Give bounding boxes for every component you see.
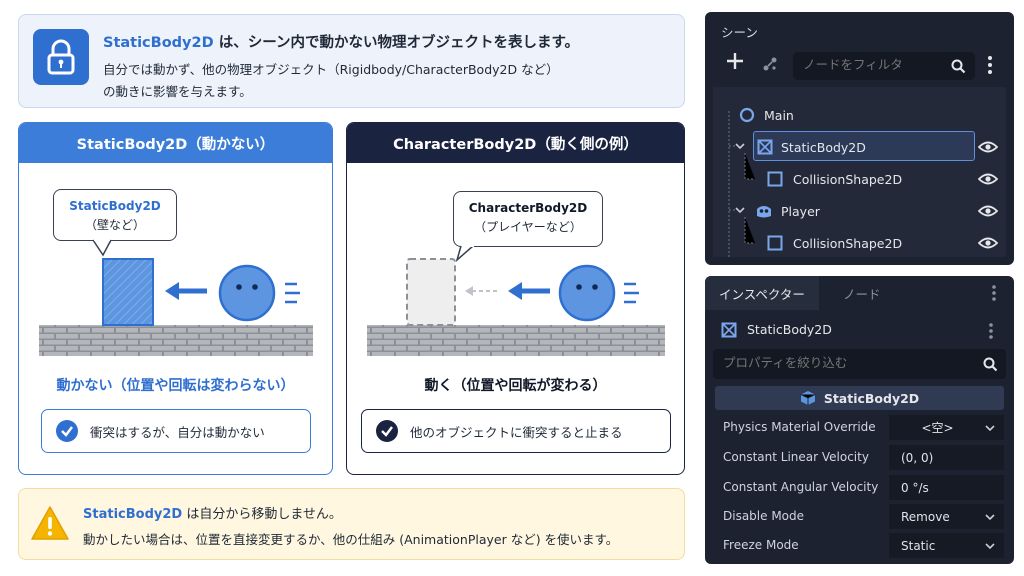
square-icon <box>767 171 783 187</box>
tree-node-collisionshape-2[interactable]: CollisionShape2D <box>767 229 902 257</box>
staticbody-panel-header: StaticBody2D（動かない） <box>19 123 332 163</box>
characterbody-result-text: 他のオブジェクトに衝突すると止まる <box>410 424 623 440</box>
property-label: Freeze Mode <box>723 538 799 552</box>
player-character <box>558 264 616 322</box>
staticbody-bubble-sub: （壁など） <box>84 218 145 232</box>
freeze-mode-select[interactable]: Static <box>889 533 1004 558</box>
warning-line-2: 動かしたい場合は、位置を直接変更するか、他の仕組み (AnimationPlay… <box>83 532 619 547</box>
tree-node-label: Player <box>781 203 820 219</box>
property-freeze-mode: Freeze Mode Static <box>715 531 1004 559</box>
characterbody-result: 他のオブジェクトに衝突すると止まる <box>361 409 671 453</box>
property-label: Disable Mode <box>723 509 805 523</box>
inspector-dock: インスペクター ノード StaticBody2D StaticBody2D Ph… <box>705 276 1014 564</box>
staticbody-scene-illustration <box>39 258 313 356</box>
property-value-resource[interactable]: <空> <box>889 415 1004 440</box>
tree-node-staticbody2d[interactable]: StaticBody2D <box>757 133 866 161</box>
visibility-eye-icon[interactable] <box>978 172 998 186</box>
characterbody-scene-illustration <box>367 258 665 356</box>
square-icon <box>767 235 783 251</box>
property-constant-linear-velocity: Constant Linear Velocity (0, 0) <box>715 443 1004 471</box>
info-line-2: 自分では動かず、他の物理オブジェクト（Rigidbody/CharacterBo… <box>103 62 559 77</box>
lock-icon <box>33 29 89 85</box>
static-wall <box>102 258 154 326</box>
kebab-menu-icon[interactable] <box>991 284 997 302</box>
warning-line-1: StaticBody2D は自分から移動しません。 <box>83 507 342 522</box>
tree-node-label: CollisionShape2D <box>793 171 903 187</box>
staticbody-bubble-title: StaticBody2D <box>69 199 161 213</box>
kebab-menu-icon[interactable] <box>987 55 993 75</box>
characterbody-bubble-sub: （プレイヤーなど） <box>474 220 582 234</box>
inspector-object-name: StaticBody2D <box>747 322 832 337</box>
chevron-down-icon[interactable] <box>984 540 996 552</box>
search-icon[interactable] <box>951 59 966 74</box>
scene-dock-title: シーン <box>721 25 758 40</box>
visibility-eye-icon[interactable] <box>978 140 998 154</box>
property-filter-input[interactable] <box>723 355 963 370</box>
tree-guide-lines <box>728 111 755 257</box>
property-label: Constant Linear Velocity <box>723 450 869 464</box>
staticbody-result: 衝突はするが、自分は動かない <box>41 409 311 453</box>
property-disable-mode: Disable Mode Remove <box>715 502 1004 530</box>
godot-icon <box>757 206 771 218</box>
node-filter-field[interactable] <box>793 52 975 80</box>
disable-mode-select[interactable]: Remove <box>889 504 1004 529</box>
kebab-menu-icon[interactable] <box>988 322 994 340</box>
characterbody-panel: CharacterBody2D（動く側の例） CharacterBody2D （… <box>346 122 685 475</box>
tree-node-label: Main <box>764 107 794 123</box>
staticbody-result-text: 衝突はするが、自分は動かない <box>90 424 265 440</box>
plus-icon[interactable] <box>725 51 745 76</box>
tab-inspector[interactable]: インスペクター <box>705 276 819 310</box>
chevron-down-icon[interactable] <box>984 422 996 434</box>
characterbody-panel-header: CharacterBody2D（動く側の例） <box>347 123 684 163</box>
property-label: Constant Angular Velocity <box>723 480 879 494</box>
selected-row-highlight <box>753 131 975 161</box>
staticbody-icon <box>757 139 773 155</box>
tree-node-main[interactable]: Main <box>739 101 794 129</box>
info-line-3: の動きに影響を与えます。 <box>103 84 252 99</box>
warning-card: StaticBody2D は自分から移動しません。 動かしたい場合は、位置を直接… <box>18 488 685 560</box>
staticbody-bubble: StaticBody2D （壁など） <box>53 189 177 241</box>
staticbody-panel: StaticBody2D（動かない） StaticBody2D （壁など） <box>18 122 333 475</box>
chevron-down-icon[interactable] <box>984 511 996 523</box>
cube-icon <box>800 391 816 405</box>
visibility-eye-icon[interactable] <box>978 204 998 218</box>
search-icon[interactable] <box>983 357 998 372</box>
ball-character <box>218 264 276 322</box>
ghost-wall <box>406 258 456 326</box>
section-header-label: StaticBody2D <box>823 390 920 406</box>
check-icon <box>376 420 398 442</box>
node-circle-icon <box>739 107 755 123</box>
section-header-staticbody2d[interactable]: StaticBody2D <box>715 386 1004 410</box>
tree-node-label: CollisionShape2D <box>793 235 903 251</box>
property-physics-material-override: Physics Material Override <空> <box>715 413 1004 441</box>
scene-dock: シーン Main StaticBody2D CollisionShape2D <box>705 12 1014 265</box>
property-constant-angular-velocity: Constant Angular Velocity 0 °/s <box>715 473 1004 501</box>
property-filter-field[interactable] <box>713 349 1006 379</box>
info-card: StaticBody2D は、シーン内で動かない物理オブジェクトを表します。 自… <box>18 14 685 108</box>
tree-node-label: StaticBody2D <box>781 139 866 155</box>
property-value-angular[interactable]: 0 °/s <box>889 475 1004 500</box>
warning-icon <box>31 506 69 540</box>
tree-node-collisionshape-1[interactable]: CollisionShape2D <box>767 165 902 193</box>
chevron-down-icon[interactable] <box>735 205 745 215</box>
visibility-eye-icon[interactable] <box>978 236 998 250</box>
ground-bricks <box>367 325 665 356</box>
tree-node-player[interactable]: Player <box>755 197 820 225</box>
characterbody-caption: 動く（位置や回転が変わる） <box>424 378 607 394</box>
characterbody-bubble-title: CharacterBody2D <box>468 201 588 215</box>
inspector-object-header: StaticBody2D <box>705 310 1014 350</box>
property-value-vector[interactable]: (0, 0) <box>889 445 1004 470</box>
property-label: Physics Material Override <box>723 420 876 434</box>
tab-node[interactable]: ノード <box>843 286 881 302</box>
info-title: StaticBody2D は、シーン内で動かない物理オブジェクトを表します。 <box>103 35 580 51</box>
staticbody-caption: 動かない（位置や回転は変わらない） <box>56 378 295 394</box>
chevron-down-icon[interactable] <box>735 141 745 151</box>
characterbody-bubble: CharacterBody2D （プレイヤーなど） <box>453 191 603 247</box>
ground-bricks <box>39 325 313 356</box>
scene-tree: Main StaticBody2D CollisionShape2D Playe… <box>713 87 1006 257</box>
staticbody-icon <box>721 322 737 338</box>
node-filter-input[interactable] <box>803 57 943 72</box>
check-icon <box>56 420 78 442</box>
instance-icon[interactable] <box>761 54 779 78</box>
